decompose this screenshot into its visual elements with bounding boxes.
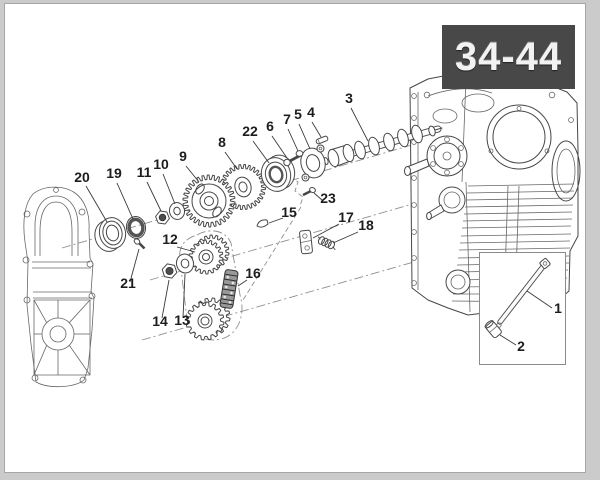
part-labels: 20 19 11 10 9 8 22 6 7 5 4 3 23 15 17 18… xyxy=(74,90,562,354)
section-match-line xyxy=(289,175,304,207)
part-label-13: 13 xyxy=(174,312,190,328)
section-code-box: 34-44 xyxy=(442,25,575,89)
small-parts xyxy=(94,135,336,279)
cover-bolt-bosses xyxy=(22,187,96,384)
screw-23 xyxy=(302,186,316,197)
seal-19 xyxy=(125,216,147,239)
pin-4 xyxy=(315,135,329,145)
gear-train xyxy=(182,164,266,341)
part-label-17: 17 xyxy=(338,209,354,225)
part-label-16: 16 xyxy=(245,265,261,281)
cover-spokes xyxy=(33,299,91,376)
part-label-22: 22 xyxy=(242,123,258,139)
part-label-14: 14 xyxy=(152,313,168,329)
screw-21 xyxy=(133,238,146,250)
pump-boss xyxy=(426,186,466,221)
hub-20 xyxy=(94,217,127,252)
timing-chain xyxy=(219,269,239,309)
bracket-17 xyxy=(299,229,313,255)
washer-10 xyxy=(168,202,186,220)
washer-7 xyxy=(295,150,304,157)
part-label-3: 3 xyxy=(345,90,353,106)
spring-18 xyxy=(317,236,336,250)
part-label-7: 7 xyxy=(283,111,291,127)
cam-bearing-flange xyxy=(404,135,468,177)
part-label-19: 19 xyxy=(106,165,122,181)
part-label-15: 15 xyxy=(281,204,297,220)
part-label-11: 11 xyxy=(137,164,152,180)
nut-14-bore xyxy=(165,266,174,275)
part-label-23: 23 xyxy=(320,190,336,206)
part-label-1: 1 xyxy=(554,300,562,316)
crank-sprocket xyxy=(185,301,225,341)
chain-path-outline xyxy=(179,230,243,341)
part-label-21: 21 xyxy=(120,275,136,291)
gear-9 xyxy=(182,174,236,228)
part-label-20: 20 xyxy=(74,169,90,185)
section-code: 34-44 xyxy=(454,34,563,79)
part-label-10: 10 xyxy=(153,156,169,172)
key-15 xyxy=(256,219,269,228)
part-label-9: 9 xyxy=(179,148,187,164)
part-label-5: 5 xyxy=(294,106,302,122)
idler-sprocket xyxy=(188,239,224,275)
part-label-4: 4 xyxy=(307,104,315,120)
leader-lines xyxy=(85,107,553,346)
part-label-12: 12 xyxy=(162,231,178,247)
part-label-2: 2 xyxy=(517,338,525,354)
tool-rod-1 xyxy=(497,257,551,325)
camshaft-drawing xyxy=(323,124,443,168)
page-sheet: 20 19 11 10 9 8 22 6 7 5 4 3 23 15 17 18… xyxy=(4,3,586,473)
part-label-6: 6 xyxy=(266,118,274,134)
part-label-8: 8 xyxy=(218,134,226,150)
inset-frame xyxy=(479,252,566,365)
flange-5 xyxy=(300,144,326,182)
timing-cover-drawing xyxy=(22,186,96,388)
tool-inset xyxy=(479,252,566,365)
washer-13 xyxy=(175,253,195,274)
nut-11-bore xyxy=(158,213,167,222)
part-label-18: 18 xyxy=(358,217,374,233)
